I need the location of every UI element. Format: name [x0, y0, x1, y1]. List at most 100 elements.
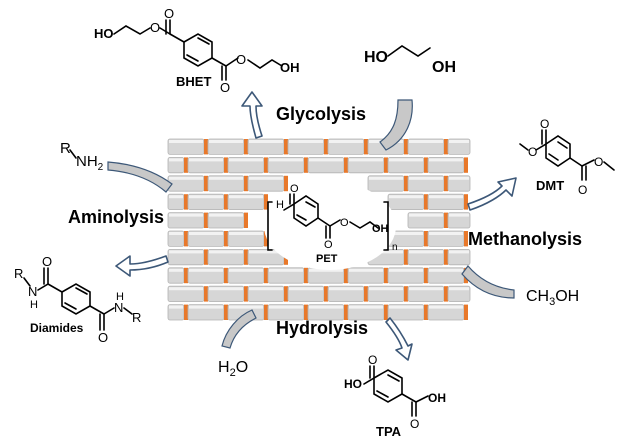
brick-wall — [167, 138, 471, 321]
svg-text:NH2: NH2 — [76, 153, 104, 173]
brick — [307, 304, 348, 321]
mortar-joint — [184, 194, 188, 210]
mortar-joint — [424, 304, 428, 320]
diamides-structure: R N H O O N H R Diamides — [14, 254, 141, 345]
mortar-joint — [344, 157, 348, 173]
mortar-joint — [224, 231, 228, 247]
svg-text:n: n — [392, 242, 398, 253]
dmt-structure: O O O O DMT — [519, 117, 615, 197]
brick — [287, 285, 328, 303]
aminolysis-product-arrow — [115, 255, 169, 277]
glycolysis-feed-arrow — [379, 99, 413, 151]
brick — [167, 267, 188, 284]
brick — [387, 230, 428, 247]
mortar-joint — [244, 212, 248, 228]
svg-text:O: O — [340, 217, 349, 229]
brick — [327, 138, 368, 155]
mortar-joint — [444, 212, 448, 228]
brick — [427, 230, 468, 247]
svg-text:R: R — [132, 310, 141, 325]
mortar-joint — [444, 249, 448, 265]
mortar-joint — [204, 175, 208, 192]
bhet-structure: HO O O O O OH BHET — [94, 6, 300, 95]
svg-text:R: R — [14, 266, 23, 281]
svg-text:R: R — [60, 140, 71, 157]
brick — [187, 304, 228, 321]
brick — [247, 138, 288, 155]
svg-text:HO: HO — [364, 49, 388, 66]
amine-reagent: R NH2 — [60, 140, 104, 173]
brick — [407, 175, 448, 192]
methanolysis-feed-arrow — [461, 265, 515, 299]
svg-text:H: H — [116, 291, 124, 303]
mortar-joint — [264, 231, 268, 247]
pet-label: PET — [316, 253, 338, 265]
mortar-joint — [284, 139, 288, 155]
brick — [227, 193, 268, 210]
brick — [387, 193, 428, 210]
brick — [427, 267, 468, 284]
svg-text:O: O — [324, 239, 333, 251]
mortar-joint — [384, 267, 388, 284]
mortar-joint — [424, 231, 428, 247]
brick — [347, 267, 388, 284]
brick — [187, 230, 228, 247]
mortar-joint — [284, 175, 288, 192]
mortar-joint — [204, 139, 208, 155]
brick — [347, 156, 388, 174]
svg-text:N: N — [114, 300, 123, 315]
mortar-joint — [224, 157, 228, 173]
methanolysis-label: Methanolysis — [468, 229, 582, 249]
brick — [187, 156, 228, 174]
brick — [447, 175, 471, 192]
pet-structure: H O O O n OH PET — [267, 183, 398, 265]
mortar-joint — [244, 249, 248, 265]
brick — [387, 156, 428, 174]
mortar-joint — [344, 267, 348, 284]
brick — [447, 138, 471, 155]
brick — [327, 285, 368, 303]
svg-text:OH: OH — [280, 60, 300, 75]
mortar-joint — [444, 286, 448, 302]
mortar-joint — [224, 267, 228, 284]
brick — [387, 304, 428, 321]
brick — [407, 285, 448, 303]
hydrolysis-feed-arrow — [221, 309, 257, 349]
brick — [187, 267, 228, 284]
mortar-joint — [244, 286, 248, 302]
diamides-label: Diamides — [30, 321, 84, 335]
brick — [367, 285, 408, 303]
mortar-joint — [424, 157, 428, 173]
ethylene-glycol: HO OH — [364, 45, 456, 76]
mortar-joint — [264, 157, 268, 173]
brick — [167, 285, 208, 303]
svg-text:H: H — [276, 199, 284, 211]
mortar-joint — [204, 249, 208, 265]
mortar-joint — [304, 304, 308, 320]
mortar-joint — [464, 304, 468, 320]
brick — [167, 156, 188, 174]
mortar-joint — [344, 304, 348, 320]
mortar-joint — [324, 286, 328, 302]
brick — [407, 212, 448, 229]
svg-text:O: O — [220, 80, 230, 95]
brick — [167, 248, 208, 266]
tpa-structure: HO O O OH TPA — [344, 353, 446, 438]
tpa-label: TPA — [376, 424, 402, 438]
brick — [207, 248, 248, 266]
glycolysis-label: Glycolysis — [276, 104, 366, 124]
mortar-joint — [404, 286, 408, 302]
mortar-joint — [384, 157, 388, 173]
brick — [167, 304, 188, 321]
brick — [347, 304, 388, 321]
mortar-joint — [304, 157, 308, 173]
brick — [167, 212, 208, 229]
mortar-joint — [424, 194, 428, 210]
mortar-joint — [184, 157, 188, 173]
svg-text:HO: HO — [94, 26, 114, 41]
mortar-joint — [264, 304, 268, 320]
brick — [407, 248, 448, 266]
brick — [267, 267, 308, 284]
mortar-joint — [244, 139, 248, 155]
aminolysis-label: Aminolysis — [68, 207, 164, 227]
